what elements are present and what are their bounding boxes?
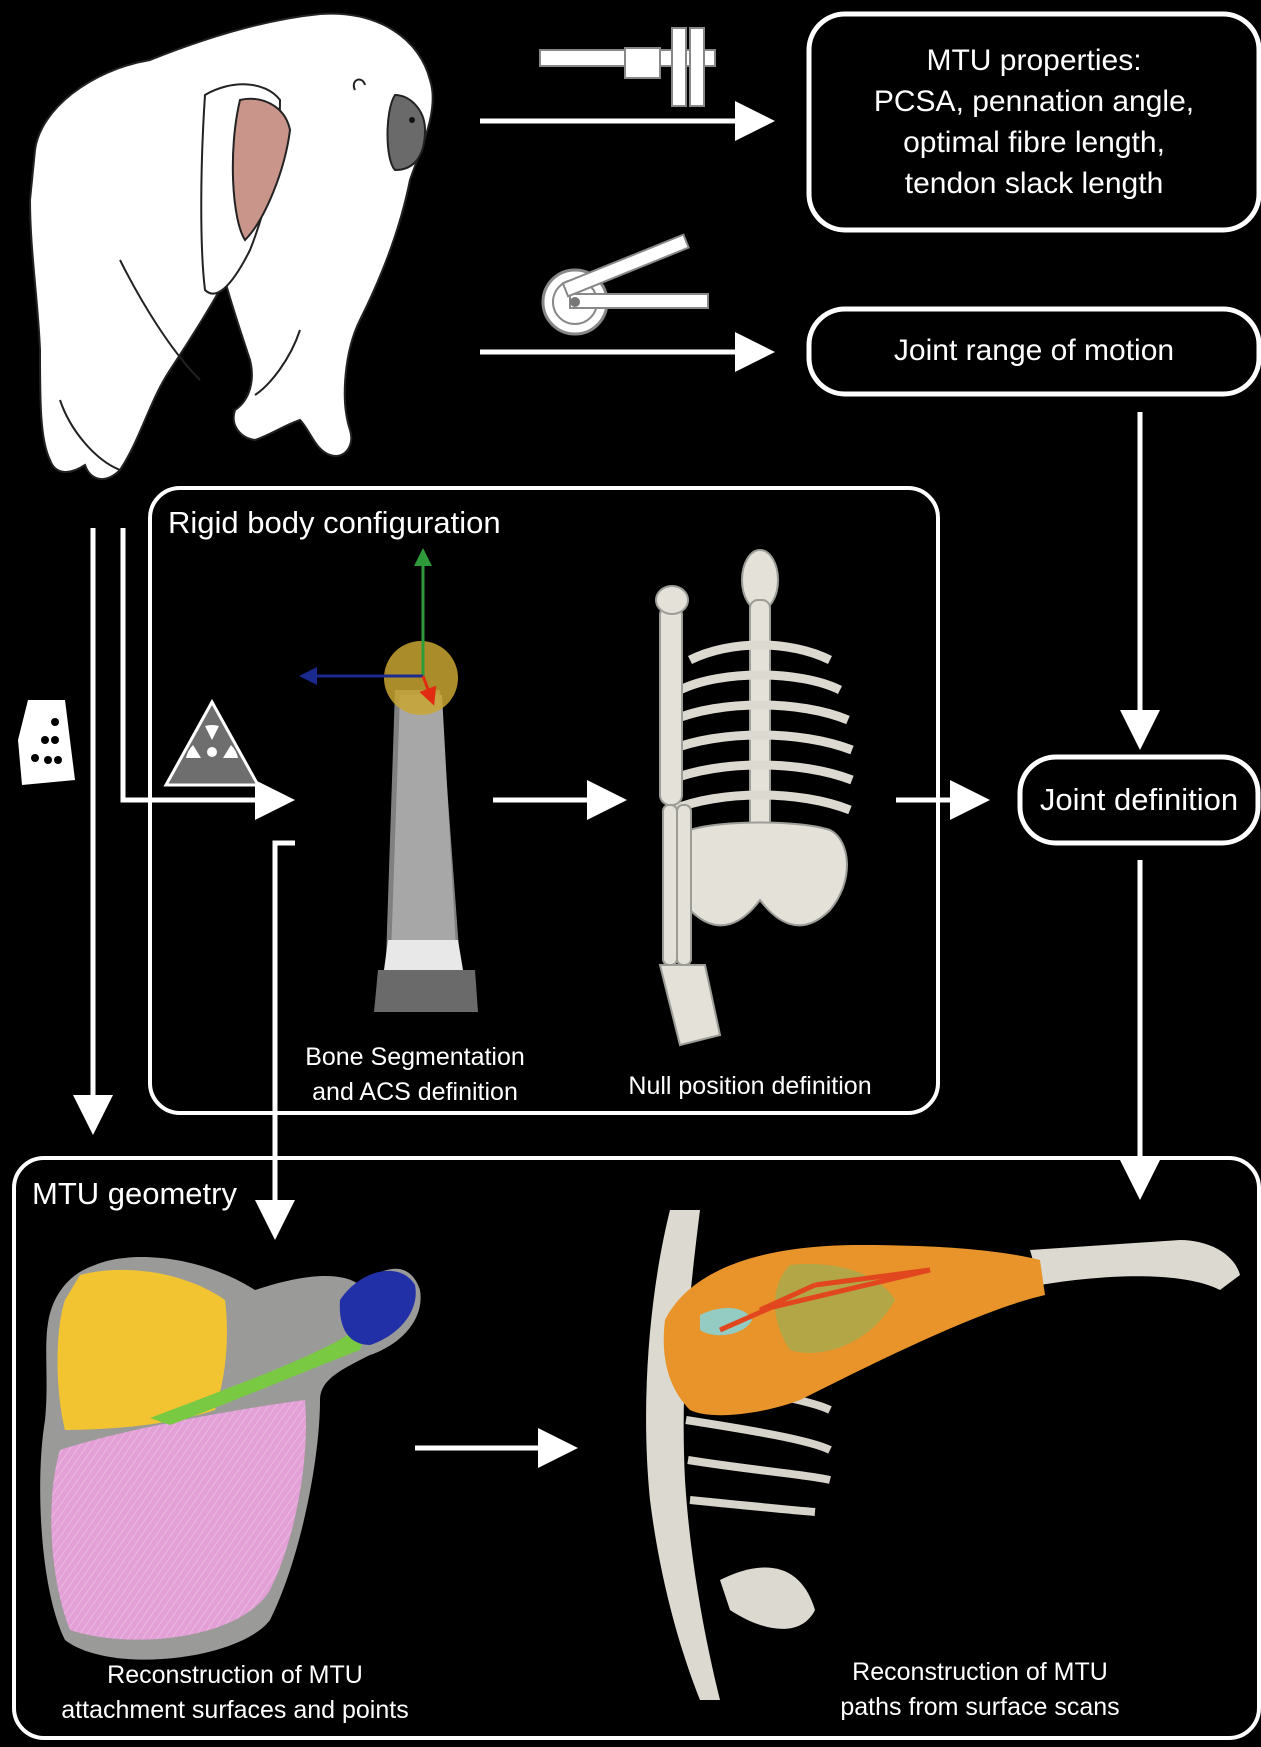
radiation-icon xyxy=(166,702,258,785)
bone-segmentation-caption: Bone Segmentation and ACS definition xyxy=(265,1040,565,1110)
rigid-body-title: Rigid body configuration xyxy=(168,505,501,541)
ct-scanner-icon xyxy=(18,700,75,785)
mtu-properties-line-2: PCSA, pennation angle, xyxy=(809,81,1259,122)
null-position-caption: Null position definition xyxy=(590,1069,910,1104)
paths-caption-line-1: Reconstruction of MTU xyxy=(780,1655,1180,1690)
joint-range-label: Joint range of motion xyxy=(809,330,1259,371)
bone-segmentation-caption-line-1: Bone Segmentation xyxy=(265,1040,565,1075)
mtu-properties-text: MTU properties: PCSA, pennation angle, o… xyxy=(809,40,1259,204)
goniometer-icon xyxy=(543,235,708,334)
mtu-paths-illustration xyxy=(646,1210,1240,1700)
calipers-icon xyxy=(540,28,715,106)
attachment-caption: Reconstruction of MTU attachment surface… xyxy=(20,1658,450,1728)
attachment-caption-line-1: Reconstruction of MTU xyxy=(20,1658,450,1693)
mtu-geometry-title: MTU geometry xyxy=(32,1176,237,1212)
bone-segmentation-illustration xyxy=(305,554,478,1012)
mtu-properties-line-1: MTU properties: xyxy=(809,40,1259,81)
joint-definition-label: Joint definition xyxy=(1020,779,1258,820)
scapula-attachment-illustration xyxy=(40,1257,420,1660)
paths-caption-line-2: paths from surface scans xyxy=(780,1690,1180,1725)
paths-caption: Reconstruction of MTU paths from surface… xyxy=(780,1655,1180,1725)
gorilla-illustration xyxy=(30,14,433,479)
attachment-caption-line-2: attachment surfaces and points xyxy=(20,1693,450,1728)
skeleton-illustration xyxy=(656,550,852,1045)
bone-segmentation-caption-line-2: and ACS definition xyxy=(265,1075,565,1110)
mtu-properties-line-4: tendon slack length xyxy=(809,163,1259,204)
mtu-properties-line-3: optimal fibre length, xyxy=(809,122,1259,163)
arrow-to-attachment-reconstruction xyxy=(275,843,295,1225)
